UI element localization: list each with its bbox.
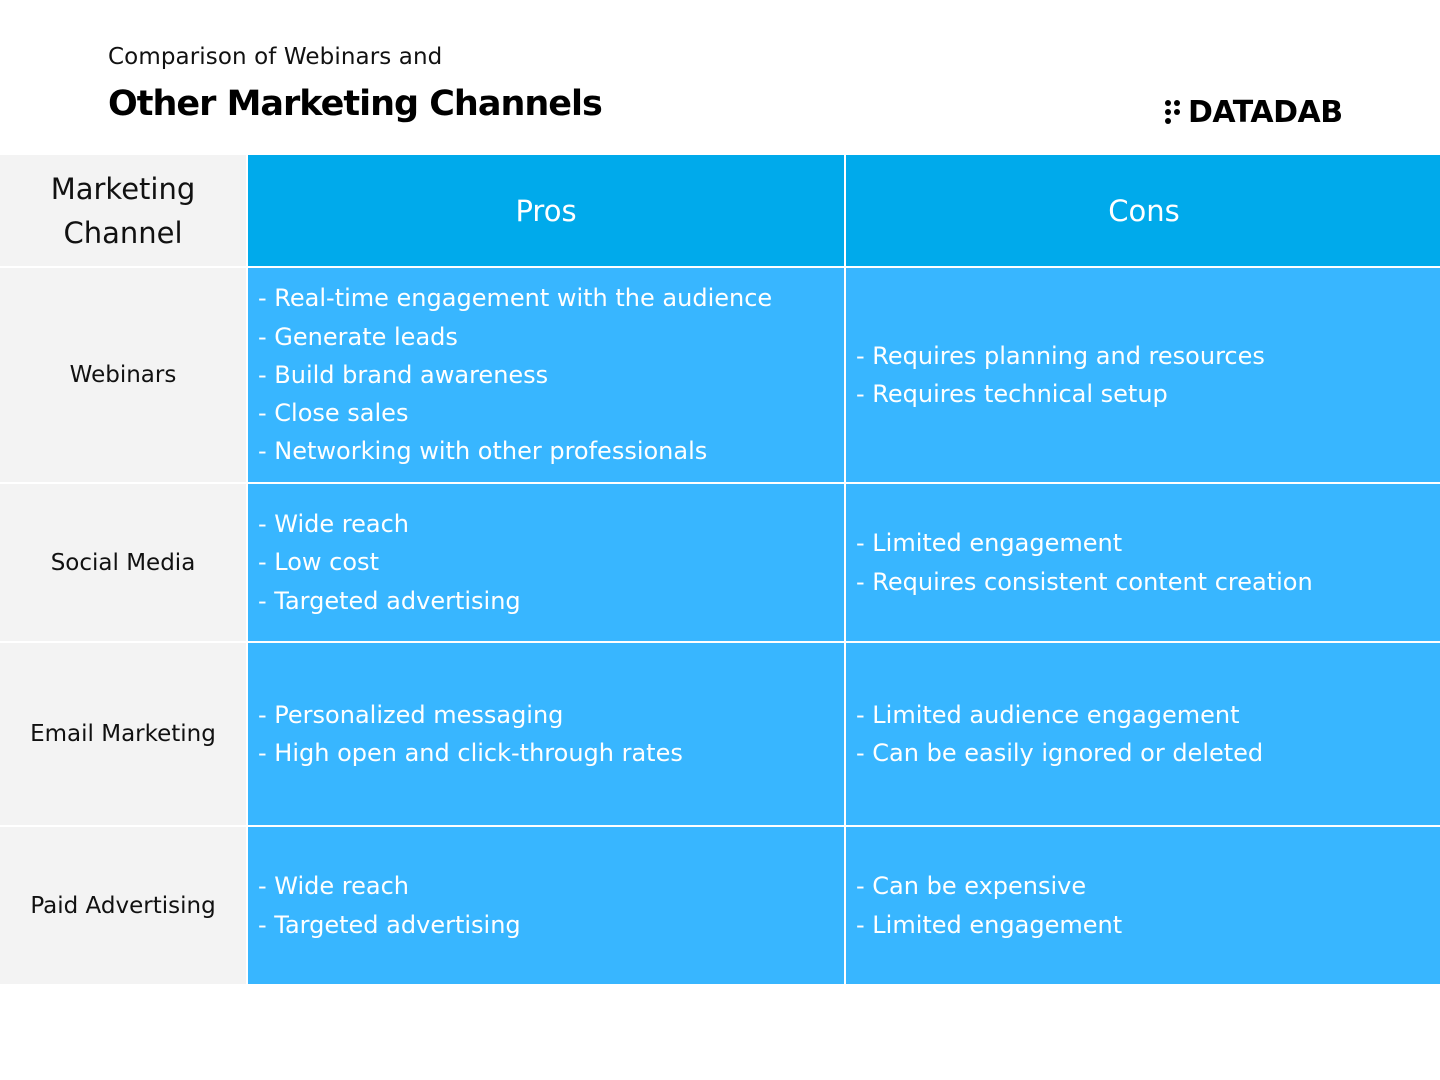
cons-list-item: - Limited audience engagement bbox=[856, 700, 1240, 729]
cons-list-item: - Limited engagement bbox=[856, 529, 1123, 558]
row-label-channel: Webinars bbox=[0, 268, 246, 482]
cons-list-item: - Requires technical setup bbox=[856, 380, 1168, 408]
cons-list: - Limited audience engagement - Can be ea… bbox=[856, 696, 1263, 773]
row-label-channel: Email Marketing bbox=[0, 643, 246, 825]
logo-dots-icon bbox=[1165, 100, 1180, 124]
pros-cell: - Wide reach - Low cost - Targeted adverti… bbox=[248, 484, 844, 641]
pros-list-item: - Build brand awareness bbox=[258, 360, 549, 389]
column-header-cons: Cons bbox=[846, 155, 1440, 266]
pros-list: - Wide reach - Low cost - Targeted adverti… bbox=[258, 505, 521, 620]
pros-list-item: - Real-time engagement with the audience bbox=[258, 284, 773, 313]
row-label-channel: Social Media bbox=[0, 484, 246, 641]
pros-list-item: - Targeted advertising bbox=[258, 586, 521, 615]
pros-list-item: - Close sales bbox=[258, 399, 409, 428]
page-title: Other Marketing Channels bbox=[108, 84, 603, 124]
column-header-pros: Pros bbox=[248, 155, 844, 266]
pros-list-item: - Wide reach bbox=[258, 510, 410, 539]
cons-list: - Limited engagement - Requires consisten… bbox=[856, 524, 1313, 601]
pros-list: - Personalized messaging - High open and … bbox=[258, 696, 683, 773]
pros-list-item: - Personalized messaging bbox=[258, 700, 564, 729]
pros-list-item: - Generate leads bbox=[258, 322, 458, 351]
pros-list-item: - Networking with other professionals bbox=[258, 437, 708, 466]
cons-list-item: - Can be easily ignored or deleted bbox=[856, 739, 1264, 767]
page-subtitle: Comparison of Webinars and bbox=[108, 44, 443, 70]
cons-list-item: - Can be expensive bbox=[856, 872, 1087, 901]
pros-list: - Real-time engagement with the audience… bbox=[258, 279, 772, 470]
comparison-table: Marketing Channel Pros Cons Webinars- Re… bbox=[0, 155, 1440, 984]
cons-cell: - Can be expensive - Limited engagement bbox=[846, 827, 1440, 984]
row-label-channel: Paid Advertising bbox=[0, 827, 246, 984]
pros-cell: - Wide reach - Targeted advertising bbox=[248, 827, 844, 984]
cons-cell: - Limited engagement - Requires consisten… bbox=[846, 484, 1440, 641]
pros-cell: - Real-time engagement with the audience… bbox=[248, 268, 844, 482]
pros-list: - Wide reach - Targeted advertising bbox=[258, 867, 521, 944]
pros-cell: - Personalized messaging - High open and … bbox=[248, 643, 844, 825]
cons-list-item: - Requires planning and resources bbox=[856, 341, 1265, 370]
cons-cell: - Requires planning and resources - Requi… bbox=[846, 268, 1440, 482]
cons-list-item: - Requires consistent content creation bbox=[856, 567, 1313, 596]
pros-list-item: - Low cost bbox=[258, 548, 379, 577]
pros-list-item: - High open and click-through rates bbox=[258, 739, 683, 767]
cons-list: - Requires planning and resources - Requi… bbox=[856, 337, 1265, 414]
column-header-channel: Marketing Channel bbox=[0, 155, 246, 266]
pros-list-item: - Wide reach bbox=[258, 872, 410, 901]
brand-logo: DATADAB bbox=[1164, 94, 1343, 130]
cons-cell: - Limited audience engagement - Can be ea… bbox=[846, 643, 1440, 825]
cons-list: - Can be expensive - Limited engagement bbox=[856, 867, 1122, 944]
pros-list-item: - Targeted advertising bbox=[258, 910, 521, 939]
cons-list-item: - Limited engagement bbox=[856, 910, 1123, 939]
logo-text: DATADAB bbox=[1188, 94, 1343, 130]
